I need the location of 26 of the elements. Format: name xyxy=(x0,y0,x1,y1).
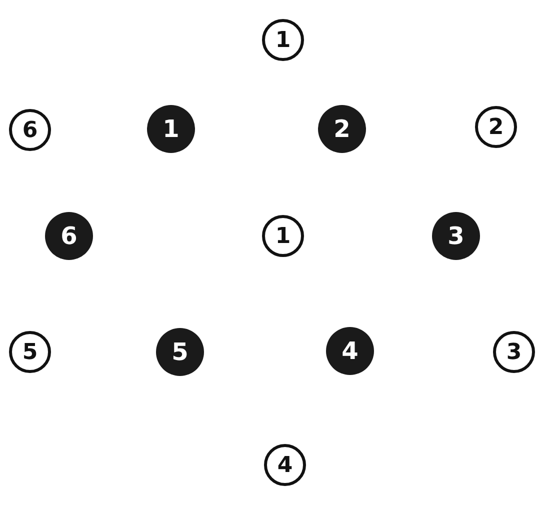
circle-number: 1 xyxy=(275,28,291,52)
filled-number-circle xyxy=(326,327,374,375)
outlined-number-circle xyxy=(9,109,51,151)
filled-number-circle xyxy=(45,212,93,260)
circle-number: 5 xyxy=(172,338,188,366)
filled-number-circle xyxy=(432,212,480,260)
circle-number: 4 xyxy=(342,337,358,365)
outlined-number-circle xyxy=(493,331,535,373)
circle-number: 1 xyxy=(162,115,180,143)
circle-number: 4 xyxy=(277,452,293,478)
circle-number: 3 xyxy=(448,222,464,250)
circle-number: 2 xyxy=(488,114,504,140)
outlined-number-circle xyxy=(264,444,306,486)
circle-number: 5 xyxy=(22,340,38,364)
filled-number-circle xyxy=(147,105,195,153)
circle-number: 6 xyxy=(60,222,78,250)
outlined-number-circle xyxy=(475,106,517,148)
outlined-number-circle xyxy=(9,331,51,373)
circle-number: 2 xyxy=(334,115,350,143)
outlined-number-circle xyxy=(262,215,304,257)
circle-number: 3 xyxy=(506,340,522,364)
filled-number-circle xyxy=(156,328,204,376)
filled-number-circle xyxy=(318,105,366,153)
outlined-number-circle xyxy=(262,19,304,61)
circle-number: 6 xyxy=(22,118,38,142)
circle-number: 1 xyxy=(275,224,291,248)
